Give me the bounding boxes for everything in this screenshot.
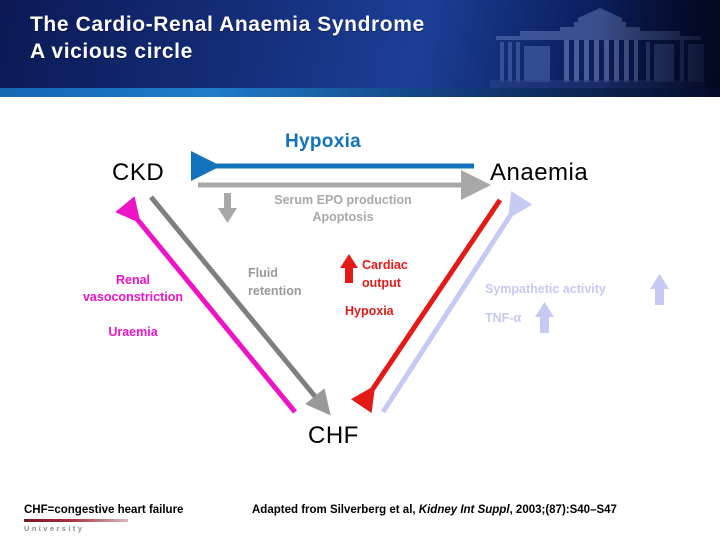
header-accent-bar [0, 88, 720, 97]
edge-label-cardiac-line1: Cardiac [362, 258, 408, 272]
edge-label-hypoxia-mid: Hypoxia [345, 304, 394, 318]
edge-label-renal-vasoconstriction: Renal vasoconstriction [58, 272, 208, 306]
edge-label-uraemia: Uraemia [108, 325, 158, 339]
edge-label-serum-epo-line2: Apoptosis [312, 209, 374, 224]
node-label-ckd: CKD [112, 159, 165, 186]
edge-label-serum-epo: Serum EPO production Apoptosis [248, 192, 438, 226]
slide-title: The Cardio-Renal Anaemia Syndrome A vici… [30, 12, 425, 66]
edge-label-tnf-alpha: TNF-α [485, 311, 522, 325]
up-arrow-tnf-alpha-icon [535, 302, 554, 333]
edge-label-cardiac-line2: output [362, 275, 401, 290]
edge-label-fluid-line2: retention [248, 283, 302, 298]
down-arrow-epo-icon [218, 193, 237, 223]
university-logo: University [24, 519, 134, 533]
up-arrow-sympathetic-activity-icon [650, 274, 669, 305]
slide-footer: CHF=congestive heart failure Adapted fro… [0, 497, 720, 540]
edge-label-renal-line1: Renal [115, 273, 151, 287]
citation-journal: Kidney Int Suppl [418, 504, 510, 516]
node-label-chf: CHF [308, 422, 359, 449]
edge-label-fluid-line1: Fluid [248, 266, 278, 280]
title-line-2: A vicious circle [30, 39, 193, 63]
edge-label-hypoxia-top: Hypoxia [285, 131, 362, 152]
arrow-chf-to-anaemia [380, 191, 533, 414]
footnote-citation: Adapted from Silverberg et al, Kidney In… [252, 504, 617, 516]
citation-suffix: , 2003;(87):S40–S47 [509, 504, 617, 516]
diagram-arrows [115, 151, 669, 416]
node-label-anaemia: Anaemia [490, 159, 589, 186]
edge-label-renal-line2: vasoconstriction [82, 289, 184, 304]
logo-word: University [24, 524, 85, 533]
citation-prefix: Adapted from Silverberg et al, [252, 504, 419, 516]
slide-header: The Cardio-Renal Anaemia Syndrome A vici… [0, 0, 720, 88]
title-line-1: The Cardio-Renal Anaemia Syndrome [30, 13, 425, 36]
edge-label-sympathetic-activity: Sympathetic activity [485, 282, 606, 296]
arrow-anaemia-to-chf [350, 198, 503, 414]
logo-bar [24, 519, 128, 522]
arrow-chf-to-ckd [115, 196, 297, 414]
edge-label-fluid-retention: Fluid retention [248, 265, 324, 300]
footnote-abbreviation: CHF=congestive heart failure [24, 504, 184, 516]
arrow-ckd-to-chf [149, 195, 331, 416]
vicious-circle-diagram: CKD Anaemia CHF Hypoxia Serum EPO produc… [0, 97, 720, 497]
edge-label-serum-epo-line1: Serum EPO production [274, 193, 412, 207]
edge-label-cardiac-output: Cardiac output [362, 257, 442, 292]
up-arrow-cardiac-output-icon [340, 254, 358, 283]
header-gradient-overlay [600, 0, 720, 88]
